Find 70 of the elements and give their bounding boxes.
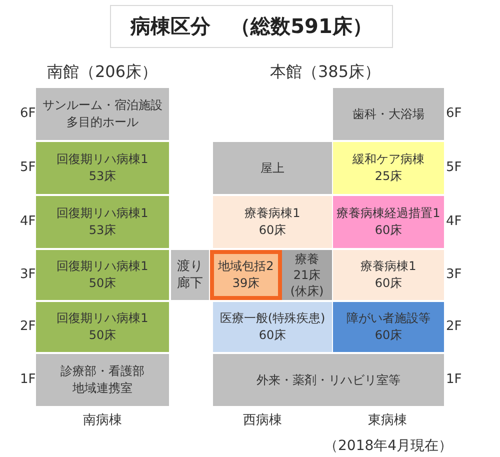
ward-block: [36, 250, 169, 300]
ward-name: 療養病棟1: [244, 205, 300, 222]
bed-count: 39床: [232, 275, 260, 292]
area-name: サンルーム・宿泊施設: [42, 97, 162, 114]
floor-label: 5F: [446, 160, 462, 176]
floor-label: 2F: [20, 319, 36, 335]
ward-block: [333, 196, 444, 248]
area-block: [36, 88, 169, 140]
floor-label: 3F: [446, 267, 462, 283]
floor-label: 1F: [20, 372, 36, 388]
diagram-title: 病棟区分 （総数591床）: [110, 5, 393, 48]
area-block: [333, 88, 444, 140]
ward-name: 障がい者施設等: [346, 310, 430, 327]
area-name: 地域連携室: [72, 380, 132, 397]
area-name: 渡り廊下: [176, 258, 204, 292]
area-name: 屋上: [260, 160, 284, 176]
ward-name: 回復期リハ病棟1: [56, 258, 148, 275]
ward-block: [333, 302, 444, 352]
ward-name: 地域包括2: [218, 258, 274, 275]
bed-count: 60床: [374, 275, 402, 292]
bed-count: 21床: [293, 267, 321, 283]
ward-name: 回復期リハ病棟1: [56, 205, 148, 222]
ward-block: [213, 302, 332, 352]
ward-block: [36, 302, 169, 352]
area-name: 歯科・大浴場: [352, 106, 424, 122]
floor-label: 2F: [446, 319, 462, 335]
ward-name: 回復期リハ病棟1: [56, 151, 148, 168]
ward-name: 療養病棟1: [360, 258, 416, 275]
floor-label: 6F: [20, 106, 36, 122]
area-name: 外来・薬剤・リハビリ室等: [256, 372, 400, 388]
floor-label: 4F: [20, 214, 36, 230]
wing-label: 西病棟: [243, 413, 282, 429]
floor-label: 4F: [446, 214, 462, 230]
bed-count: 25床: [374, 168, 402, 185]
highlighted-ward-block: [210, 250, 282, 300]
ward-block: [36, 196, 169, 248]
area-name: 診療部・看護部: [60, 363, 144, 380]
ward-name: 回復期リハ病棟1: [56, 310, 148, 327]
status-note: (休床): [290, 283, 324, 299]
bed-count: 60床: [258, 222, 286, 239]
bed-count: 60床: [258, 327, 286, 344]
floor-label: 3F: [20, 267, 36, 283]
building-heading: 本館（385床）: [270, 62, 381, 82]
bed-count: 50床: [88, 275, 116, 292]
ward-block: [282, 250, 332, 300]
bed-count: 53床: [88, 168, 116, 185]
ward-block: [213, 196, 332, 248]
bed-count: 60床: [374, 222, 402, 239]
ward-block: [36, 142, 169, 194]
floor-label: 1F: [446, 372, 462, 388]
wing-label: 東病棟: [368, 413, 407, 429]
floor-label: 6F: [446, 106, 462, 122]
bed-count: 60床: [374, 327, 402, 344]
ward-name: 療養: [295, 251, 319, 267]
corridor-block: [171, 250, 209, 300]
floor-label: 5F: [20, 160, 36, 176]
ward-block: [333, 142, 444, 194]
ward-name: 療養病棟経過措置1: [336, 205, 440, 222]
bed-count: 53床: [88, 222, 116, 239]
wing-label: 南病棟: [83, 413, 122, 429]
ward-name: 緩和ケア病棟: [352, 151, 424, 168]
area-block: [36, 354, 169, 406]
ward-block: [333, 250, 444, 300]
area-name: 多目的ホール: [66, 114, 138, 131]
ward-name: 医療一般(特殊疾患): [220, 310, 326, 327]
date-note: （2018年4月現在）: [324, 437, 453, 455]
area-block: [213, 142, 332, 194]
building-heading: 南館（206床）: [47, 62, 158, 82]
area-block: [213, 354, 444, 406]
bed-count: 50床: [88, 327, 116, 344]
